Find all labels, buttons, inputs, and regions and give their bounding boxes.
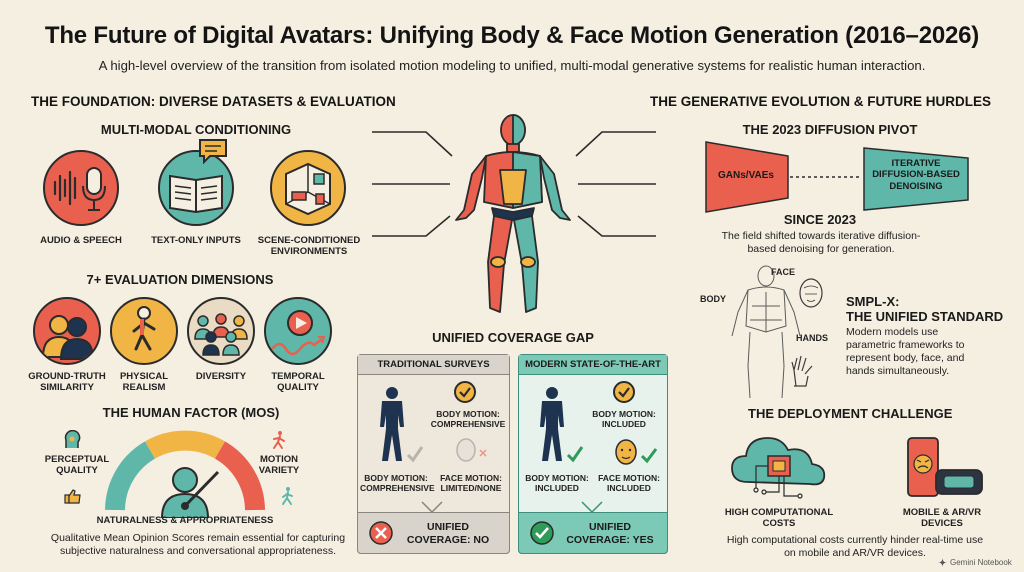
gans-label: GANs/VAEs bbox=[718, 170, 774, 181]
face-icon bbox=[615, 439, 658, 465]
crowd-icon bbox=[194, 313, 248, 356]
audio-circle bbox=[43, 150, 119, 226]
gans-shape bbox=[705, 141, 789, 213]
devices-label: MOBILE & AR/VR DEVICES bbox=[902, 507, 982, 529]
diversity-label: DIVERSITY bbox=[195, 371, 247, 382]
realism-label: PHYSICAL REALISM bbox=[119, 371, 169, 393]
traditional-body-motion: BODY MOTION: COMPREHENSIVE bbox=[360, 473, 435, 493]
scene-label: SCENE-CONDITIONED ENVIRONMENTS bbox=[257, 235, 361, 257]
costs-label: HIGH COMPUTATIONAL COSTS bbox=[724, 507, 834, 529]
face-label: FACE bbox=[770, 267, 795, 277]
naturalness-label: NATURALNESS & APPROPRIATENESS bbox=[96, 515, 274, 526]
realism-circle bbox=[110, 297, 178, 365]
people-icon bbox=[41, 315, 95, 360]
modern-body-motion-top: BODY MOTION: INCLUDED bbox=[592, 409, 656, 429]
modern-face-motion: FACE MOTION: INCLUDED bbox=[598, 473, 660, 493]
hand-wireframe-icon bbox=[791, 355, 813, 387]
gemini-notebook-badge: Gemini Notebook bbox=[938, 558, 1012, 567]
check-icon bbox=[613, 381, 635, 403]
coverage-gap-heading: UNIFIED COVERAGE GAP bbox=[432, 330, 594, 345]
modern-result-box bbox=[518, 512, 668, 554]
book-icon bbox=[169, 174, 223, 214]
traditional-title: TRADITIONAL SURVEYS bbox=[377, 359, 490, 370]
mos-gauge bbox=[105, 430, 265, 518]
scene-circle bbox=[270, 150, 346, 226]
motion-variety-label: MOTION VARIETY bbox=[258, 454, 300, 476]
microphone-icon bbox=[53, 167, 106, 211]
similarity-circle bbox=[33, 297, 101, 365]
face-wireframe-icon bbox=[799, 278, 823, 308]
perceptual-label: PERCEPTUAL QUALITY bbox=[44, 454, 110, 476]
traditional-result: UNIFIED COVERAGE: NO bbox=[406, 521, 490, 546]
walking-icon bbox=[282, 487, 293, 505]
transition-line bbox=[790, 176, 862, 178]
check-circle-icon bbox=[530, 521, 554, 545]
face-limited-icon bbox=[456, 438, 487, 462]
traditional-body-motion-top: BODY MOTION: COMPREHENSIVE bbox=[430, 409, 506, 429]
smplx-heading-1: SMPL-X: bbox=[846, 294, 900, 309]
since-2023-label: SINCE 2023 bbox=[783, 212, 857, 227]
room-icon bbox=[285, 162, 331, 216]
walking-figure-icon bbox=[132, 306, 156, 351]
traditional-body-icon bbox=[380, 387, 424, 463]
audio-label: AUDIO & SPEECH bbox=[40, 235, 122, 246]
diversity-circle bbox=[187, 297, 255, 365]
text-label: TEXT-ONLY INPUTS bbox=[151, 235, 241, 246]
similarity-label: GROUND-TRUTH SIMILARITY bbox=[28, 371, 106, 393]
body-label: BODY bbox=[699, 294, 726, 304]
temporal-label: TEMPORAL QUALITY bbox=[271, 371, 325, 393]
smplx-wireframe-figure bbox=[731, 265, 801, 399]
connector-lines bbox=[372, 131, 656, 237]
central-body-figure bbox=[455, 114, 571, 313]
modern-body-motion: BODY MOTION: INCLUDED bbox=[525, 473, 589, 493]
traditional-face-motion: FACE MOTION: LIMITED/NONE bbox=[440, 473, 502, 493]
speech-bubble-icon bbox=[199, 139, 227, 164]
thumbs-up-icon bbox=[64, 489, 81, 504]
cloud-chip-icon bbox=[731, 437, 826, 499]
modern-body-icon bbox=[540, 387, 584, 463]
smplx-heading-2: THE UNIFIED STANDARD bbox=[846, 309, 1004, 324]
temporal-circle bbox=[264, 297, 332, 365]
deployment-heading: THE DEPLOYMENT CHALLENGE bbox=[748, 406, 953, 421]
modern-result: UNIFIED COVERAGE: YES bbox=[566, 521, 654, 546]
play-icon bbox=[271, 310, 326, 356]
modern-header: MODERN STATE-OF-THE-ART bbox=[519, 355, 667, 375]
smplx-description: Modern models use parametric frameworks … bbox=[846, 326, 965, 378]
cross-icon bbox=[369, 521, 393, 545]
diffusion-heading: THE 2023 DIFFUSION PIVOT bbox=[742, 122, 918, 137]
check-icon bbox=[454, 381, 476, 403]
diffusion-shape bbox=[863, 147, 969, 211]
traditional-header: TRADITIONAL SURVEYS bbox=[358, 355, 509, 375]
conditioning-heading: MULTI-MODAL CONDITIONING bbox=[100, 122, 292, 137]
evaluation-heading: 7+ EVALUATION DIMENSIONS bbox=[86, 272, 274, 287]
evolution-heading: THE GENERATIVE EVOLUTION & FUTURE HURDLE… bbox=[650, 94, 992, 109]
diffusion-description: The field shifted towards iterative diff… bbox=[721, 230, 921, 256]
foundation-heading: THE FOUNDATION: DIVERSE DATASETS & EVALU… bbox=[31, 94, 396, 109]
gemini-star-icon bbox=[938, 558, 947, 567]
badge-label: Gemini Notebook bbox=[950, 558, 1012, 567]
page-title: The Future of Digital Avatars: Unifying … bbox=[44, 22, 980, 49]
mos-description: Qualitative Mean Opinion Scores remain e… bbox=[50, 532, 346, 558]
head-gear-icon bbox=[64, 430, 81, 448]
running-figure-icon bbox=[273, 431, 285, 449]
diffusion-label: ITERATIVE DIFFUSION-BASED DENOISING bbox=[872, 158, 960, 192]
human-factor-heading: THE HUMAN FACTOR (MOS) bbox=[102, 405, 280, 420]
hands-label: HANDS bbox=[795, 333, 828, 343]
modern-title: MODERN STATE-OF-THE-ART bbox=[525, 359, 661, 370]
deployment-description: High computational costs currently hinde… bbox=[726, 534, 984, 560]
page-subtitle: A high-level overview of the transition … bbox=[98, 58, 926, 73]
text-circle bbox=[158, 150, 234, 226]
phone-vr-icon bbox=[907, 437, 983, 497]
